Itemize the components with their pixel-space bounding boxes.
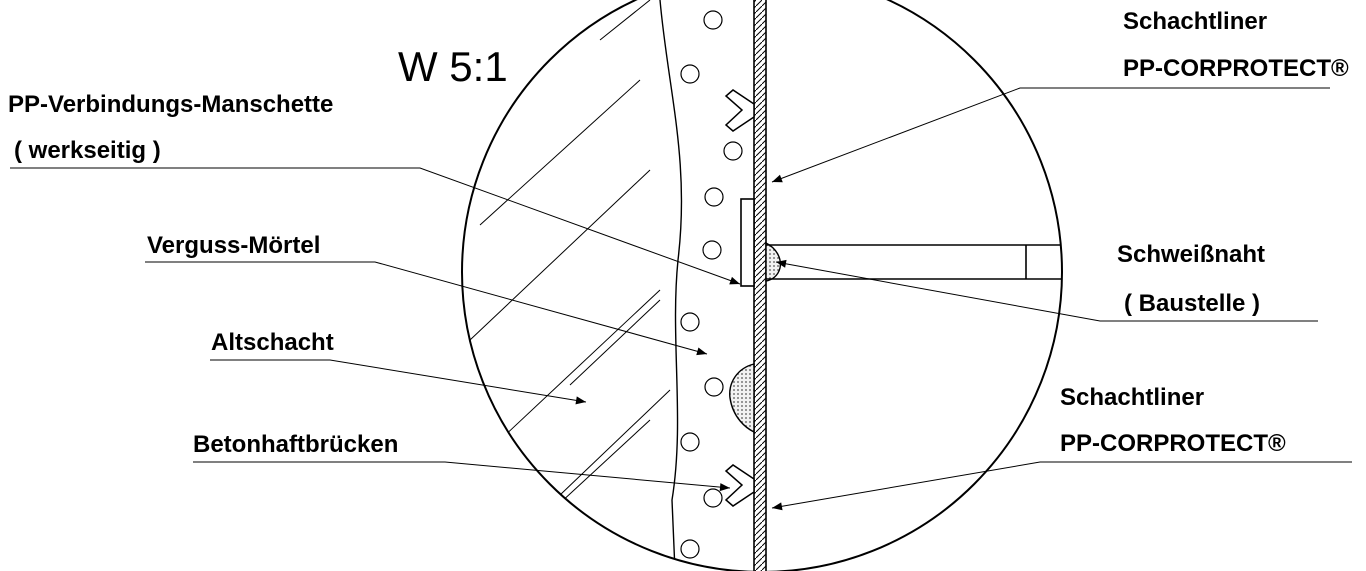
label-liner-bottom-1: Schachtliner [1060,384,1204,411]
leader-liner-bottom [771,461,1352,511]
label-liner-bottom-2: PP-CORPROTECT® [1060,430,1286,457]
label-verguss: Verguss-Mörtel [147,232,320,259]
mortar-fill [729,363,755,434]
anchor-knobs [724,89,755,507]
leader-liner-top [771,87,1330,183]
pp-sleeve [740,198,755,287]
leader-altschacht [210,359,587,405]
label-werkseitig: ( werkseitig ) [14,137,161,164]
leader-verguss [145,261,708,356]
weld-seam [765,241,782,282]
label-altschacht: Altschacht [211,329,334,356]
leader-betonhaft [193,461,731,492]
section-content [469,0,1062,571]
detail-circle [461,0,1063,571]
label-schweiss: Schweißnaht [1117,241,1265,268]
pp-liner-wall [754,0,766,571]
label-pp-manschette: PP-Verbindungs-Manschette [8,91,333,118]
aggregate-circles [680,10,743,559]
mortar-boundary [659,0,683,571]
label-betonhaft: Betonhaftbrücken [193,431,398,458]
label-liner-top-1: Schachtliner [1123,8,1267,35]
label-baustelle: ( Baustelle ) [1124,290,1260,317]
leader-lines [10,87,1352,511]
leader-schweiss [775,259,1318,322]
leader-manschette [10,167,741,285]
detail-title: W 5:1 [398,43,508,90]
label-liner-top-2: PP-CORPROTECT® [1123,55,1349,82]
